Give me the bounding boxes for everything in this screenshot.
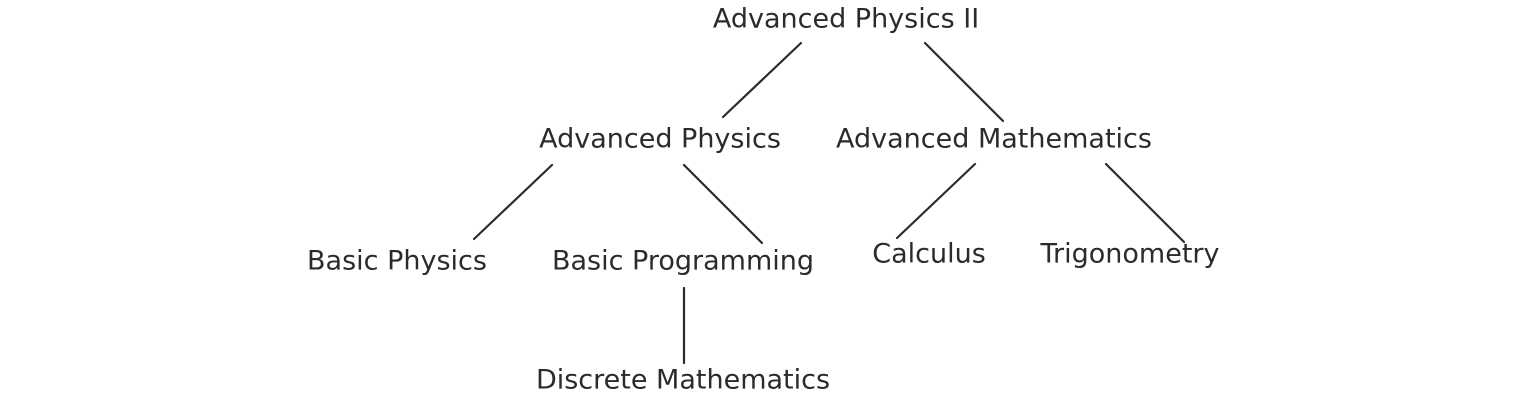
edge-advanced-mathematics-to-trigonometry [1104, 162, 1186, 244]
edge-advanced-physics-to-basic-physics [472, 163, 554, 241]
node-advanced-physics: Advanced Physics [539, 124, 781, 155]
node-discrete-mathematics: Discrete Mathematics [536, 365, 830, 396]
node-trigonometry: Trigonometry [1040, 239, 1220, 270]
node-advanced-physics-ii: Advanced Physics II [713, 4, 979, 35]
edge-root-to-advanced-physics [721, 41, 803, 119]
node-calculus: Calculus [872, 239, 986, 270]
edge-root-to-advanced-mathematics [923, 41, 1005, 123]
edge-advanced-mathematics-to-calculus [895, 162, 977, 240]
node-basic-programming: Basic Programming [552, 246, 814, 277]
node-advanced-mathematics: Advanced Mathematics [836, 124, 1152, 155]
node-basic-physics: Basic Physics [307, 246, 487, 277]
edge-advanced-physics-to-basic-programming [682, 163, 764, 245]
